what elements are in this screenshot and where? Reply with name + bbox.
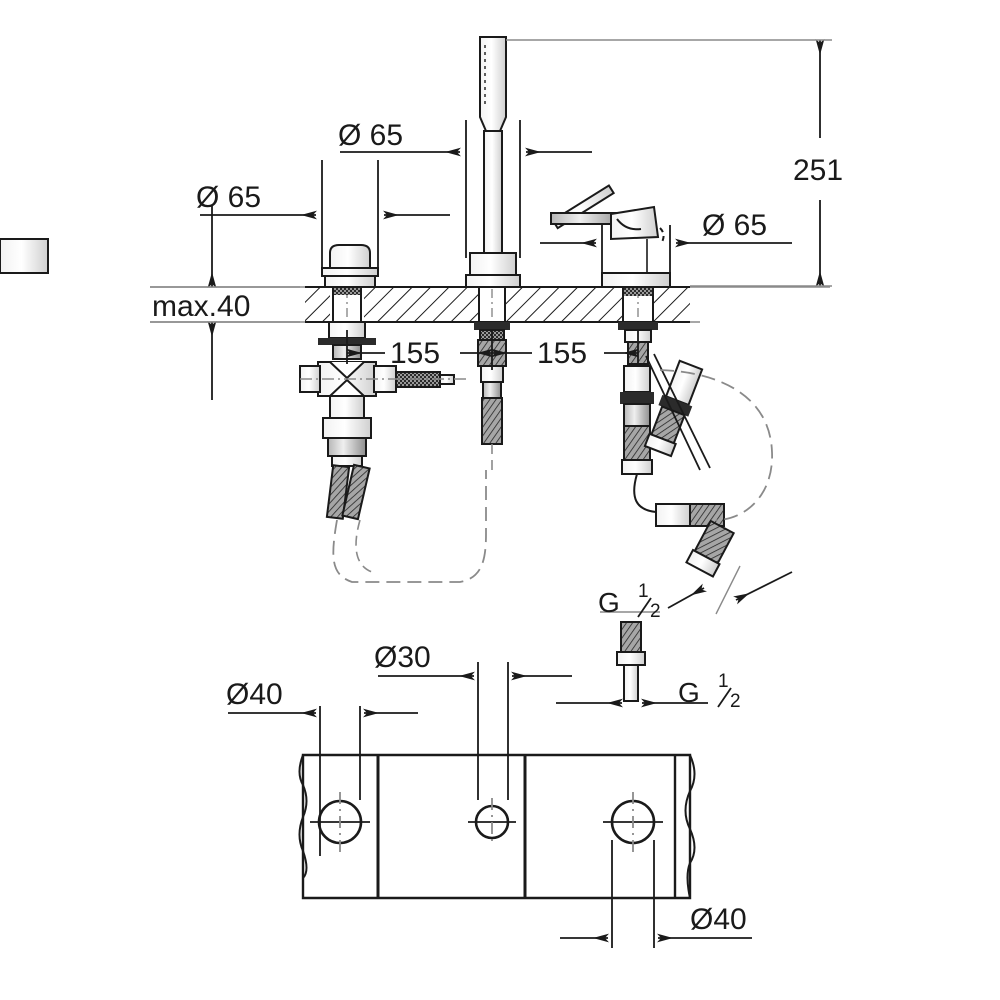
label-diameter-right-text: Ø 65 [702,209,767,242]
label-thread-upper-denominator: 2 [650,601,661,622]
right-mixer-assembly [0,184,773,578]
label-spacing-left: 155 [390,337,440,370]
label-diameter-right: Ø 65 [702,209,767,242]
dimension-lines-plan [228,662,752,948]
label-hole-right: Ø40 [690,903,747,936]
dimension-labels: Ø 65 Ø 65 Ø 65 251 max.40 155 155 Ø40 Ø3… [152,119,843,936]
label-thread-lower: G 1 2 [678,671,741,712]
loose-hose-connector [616,621,646,702]
label-thread-lower-numerator: 1 [718,671,729,692]
handshower-assembly [465,36,521,470]
label-diameter-spout-text: Ø 65 [338,119,403,152]
label-thread-upper-letter: G [598,587,620,618]
label-diameter-left-text: Ø 65 [196,181,261,214]
label-thread-lower-letter: G [678,677,700,708]
label-hole-center: Ø30 [374,641,431,674]
label-overall-height: 251 [793,154,843,187]
dimension-lines-elevation [150,39,832,615]
label-diameter-spout: Ø 65 [338,119,403,152]
plan-view [298,753,696,900]
label-deck-thickness: max.40 [152,290,250,323]
label-spacing-right: 155 [537,337,587,370]
label-diameter-left: Ø 65 [196,181,261,214]
label-thread-upper: G 1 2 [598,581,661,622]
label-thread-upper-numerator: 1 [638,581,649,602]
label-hole-left: Ø40 [226,678,283,711]
label-thread-lower-denominator: 2 [730,691,741,712]
